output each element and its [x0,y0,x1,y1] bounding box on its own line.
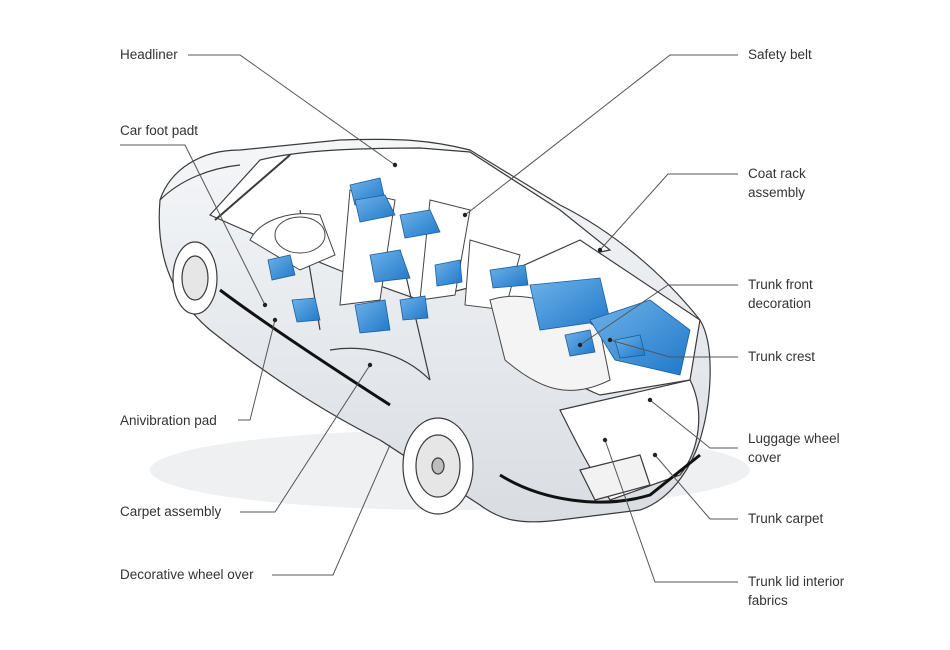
rear-wheel [402,417,474,515]
foot-pad-patch [267,254,296,281]
label-trunk-crest: Trunk crest [748,349,816,364]
door-trim-patch [399,209,441,239]
label-coat-rack-line1: Coat rack [748,166,806,181]
highlighted-parts [267,177,691,376]
label-trunk-lid-line2: fabrics [748,593,788,608]
label-coat-rack-line2: assembly [748,185,806,200]
carpet-patch-2 [291,297,321,323]
front-wheel [172,241,218,315]
floor-patch [369,249,411,283]
label-car-foot-pad: Car foot padt [120,123,199,138]
label-antivibration-pad: Anivibration pad [120,413,217,428]
label-trunk-front-line2: decoration [748,296,812,311]
label-trunk-carpet: Trunk carpet [748,511,824,526]
label-carpet-assembly: Carpet assembly [120,504,222,519]
label-decorative-wheel-over: Decorative wheel over [120,567,254,582]
trunk-liner-patch [614,334,646,359]
coat-rack-patch [489,264,529,289]
console-patch [399,295,429,321]
leader-lines [120,54,738,583]
label-trunk-front-line1: Trunk front [748,277,813,292]
seat-belt-patch [354,194,396,223]
label-safety-belt: Safety belt [748,47,812,62]
rear-seat-patch [434,259,463,287]
label-luggage-wheel-line2: cover [748,450,782,465]
leader-dots [262,162,658,458]
label-trunk-lid-line1: Trunk lid interior [748,574,845,589]
label-luggage-wheel-line1: Luggage wheel [748,431,840,446]
label-headliner: Headliner [120,47,178,62]
carpet-patch-1 [354,299,391,334]
